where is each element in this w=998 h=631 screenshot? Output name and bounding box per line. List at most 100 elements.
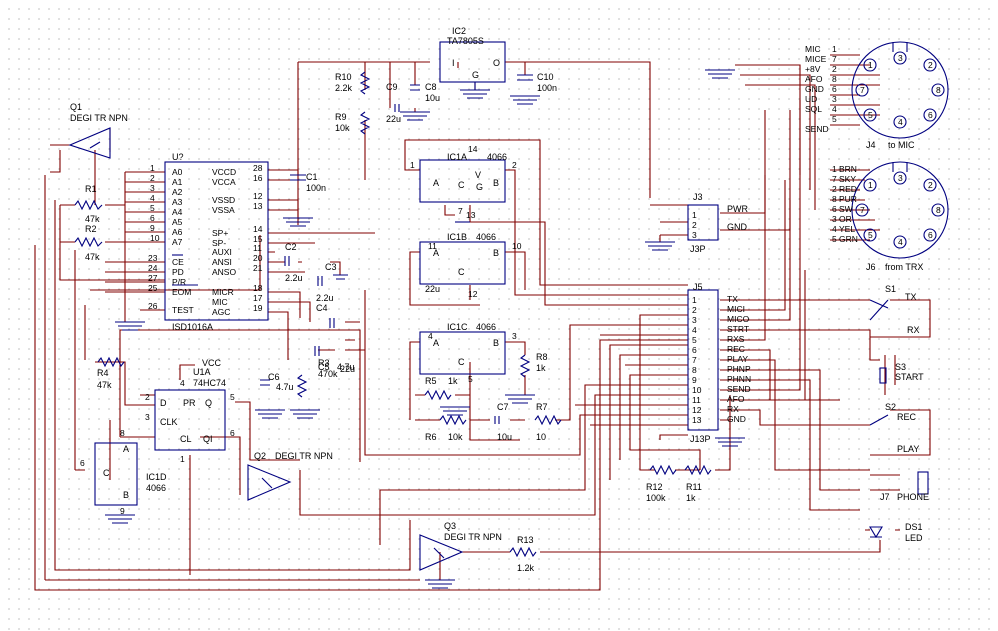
svg-text:D: D — [160, 398, 167, 408]
ic2-ref: IC2 — [452, 26, 466, 36]
isd-pin-name: A7 — [172, 237, 183, 247]
isd-pin-num: 9 — [150, 223, 155, 233]
j4-pin: 8 — [832, 74, 837, 84]
svg-text:R4: R4 — [97, 368, 109, 378]
j5-pin-num: 4 — [692, 325, 697, 335]
j5-pin-num: 10 — [692, 385, 702, 395]
isd-ref: U? — [172, 152, 184, 162]
din-pin-number: 8 — [936, 85, 941, 95]
din-pin — [863, 58, 877, 72]
svg-text:5: 5 — [230, 392, 235, 402]
j4-signal: GND — [805, 84, 824, 94]
isd-pin-name: A4 — [172, 207, 183, 217]
svg-text:C1: C1 — [306, 172, 318, 182]
din-pin — [923, 228, 937, 242]
svg-text:10: 10 — [512, 241, 522, 251]
svg-text:R2: R2 — [85, 224, 97, 234]
isd-pin-name: AGC — [212, 307, 230, 317]
svg-text:47k: 47k — [97, 380, 112, 390]
j7-ref: J7 — [880, 492, 890, 502]
j6-pin: 8 — [832, 194, 837, 204]
j4-signal: SEND — [805, 124, 829, 134]
j4-signal: MIC — [805, 44, 821, 54]
svg-text:R1: R1 — [85, 184, 97, 194]
j6-pin: 4 — [832, 224, 837, 234]
isd-pin-name: SP+ — [212, 228, 228, 238]
isd-pin-num: 21 — [253, 263, 263, 273]
j5-pin-num: 3 — [692, 315, 697, 325]
svg-text:3: 3 — [512, 331, 517, 341]
isd-part: ISD1016A — [172, 322, 213, 332]
j4-pin: 5 — [832, 114, 837, 124]
s1-ref: S1 — [885, 284, 896, 294]
isd-pin-num: 1 — [150, 163, 155, 173]
svg-text:1k: 1k — [536, 363, 546, 373]
q1-ref: Q1 — [70, 102, 82, 112]
j5-signal-label: MICO — [727, 314, 750, 324]
j5-pin-num: 2 — [692, 305, 697, 315]
j5-pin-num: 5 — [692, 335, 697, 345]
j5-pin-num: 1 — [692, 295, 697, 305]
svg-text:A: A — [433, 338, 439, 348]
din-pin-number: 2 — [928, 60, 933, 70]
isd-pin-name: A5 — [172, 217, 183, 227]
svg-text:R3: R3 — [318, 358, 330, 368]
j6-pin: 1 — [832, 164, 837, 174]
svg-text:QI: QI — [203, 434, 213, 444]
svg-text:G: G — [476, 182, 483, 192]
j6-pin: 2 — [832, 184, 837, 194]
j5-signal-label: TX — [727, 294, 738, 304]
isd-pin-num: 2 — [150, 173, 155, 183]
isd-pin-name: MIC — [212, 297, 228, 307]
j5-pin-num: 8 — [692, 365, 697, 375]
j5-pin-num: 13 — [692, 415, 702, 425]
j6-pin: 5 — [832, 234, 837, 244]
svg-text:C5: C5 — [318, 362, 330, 372]
din-pin — [863, 228, 877, 242]
svg-text:PR: PR — [183, 398, 196, 408]
svg-text:A: A — [433, 178, 439, 188]
svg-text:R13: R13 — [517, 535, 534, 545]
svg-text:22u: 22u — [425, 284, 440, 294]
din-pin-number: 4 — [898, 117, 903, 127]
j5-signal-label: PHNN — [727, 374, 751, 384]
isd-pin-name: ANSO — [212, 267, 236, 277]
din-pin-number: 4 — [898, 237, 903, 247]
j4-signal: UD — [805, 94, 817, 104]
din-pin — [923, 58, 937, 72]
ic1c-ref: IC1C — [447, 322, 468, 332]
isd-pin-name: AUXI — [212, 247, 232, 257]
j3-pwr: PWR — [727, 204, 748, 214]
isd-pin-num: 24 — [148, 263, 158, 273]
svg-text:3: 3 — [145, 412, 150, 422]
svg-text:R7: R7 — [536, 402, 548, 412]
din-pin-number: 7 — [860, 85, 865, 95]
isd-pin-num: 20 — [253, 253, 263, 263]
q2-transistor: Q2 DEGI TR NPN — [247, 451, 333, 501]
svg-text:4: 4 — [428, 331, 433, 341]
j4-pin: 1 — [832, 44, 837, 54]
isd-pin-num: 15 — [253, 234, 263, 244]
s1-switch: S1 TX RX — [869, 284, 920, 335]
svg-text:10k: 10k — [448, 432, 463, 442]
svg-text:7: 7 — [458, 206, 463, 216]
din-pin-number: 1 — [868, 180, 873, 190]
svg-text:C: C — [458, 267, 465, 277]
isd-pin-name: VCCA — [212, 177, 236, 187]
j4-signal: AFO — [805, 74, 823, 84]
svg-text:C10: C10 — [537, 72, 554, 82]
j4-part: to MIC — [888, 140, 915, 150]
svg-text:2.2u: 2.2u — [316, 293, 334, 303]
din-pin-number: 1 — [868, 60, 873, 70]
svg-text:1: 1 — [692, 210, 697, 220]
j6-pin: 3 — [832, 214, 837, 224]
s1-tx: TX — [905, 292, 917, 302]
q3-transistor: Q3 DEGI TR NPN — [419, 521, 502, 571]
isd-pin-num: 13 — [253, 201, 263, 211]
svg-text:C3: C3 — [325, 262, 337, 272]
